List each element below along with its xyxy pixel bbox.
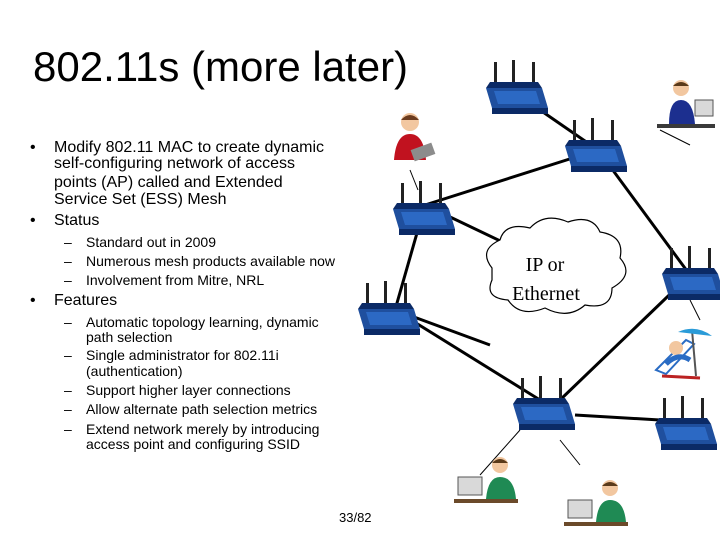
router-icon: [565, 118, 627, 172]
dash-symbol: –: [64, 272, 72, 288]
dash-symbol: –: [64, 234, 72, 250]
bullet-dot: •: [30, 292, 36, 309]
feature-item-5-line-1: Extend network merely by introducing: [86, 421, 320, 437]
feature-item-2-line-1: Single administrator for 802.11i: [86, 347, 279, 363]
dash-symbol: –: [64, 382, 72, 398]
page-number: 33/82: [339, 510, 372, 525]
status-item-2: Numerous mesh products available now: [86, 253, 336, 269]
cloud-label-line-2: Ethernet: [512, 283, 580, 305]
feature-item-4: Allow alternate path selection metrics: [86, 401, 318, 417]
bullet-modify-line-1: Modify 802.11 MAC to create dynamic: [54, 139, 325, 156]
bullet-modify-line-2: self-configuring network of access: [54, 155, 295, 172]
status-item-3: Involvement from Mitre, NRL: [86, 272, 265, 288]
person-beach-icon: [656, 329, 712, 378]
feature-item-1-line-2: path selection: [86, 329, 173, 345]
network-cloud: [485, 217, 627, 314]
dash-symbol: –: [64, 314, 72, 330]
bullet-features: Features: [54, 292, 118, 309]
feature-item-2-line-2: (authentication): [86, 363, 183, 379]
router-icon: [486, 60, 548, 114]
person-computer-icon: [563, 479, 629, 527]
person-computer-icon: [453, 456, 519, 504]
bullet-modify-line-3: points (AP) called and Extended: [54, 174, 283, 191]
router-icon: [513, 376, 575, 430]
dash-symbol: –: [64, 401, 72, 417]
person-laptop-icon: [394, 113, 436, 162]
router-icon: [393, 181, 455, 235]
feature-item-3: Support higher layer connections: [86, 382, 291, 398]
person-desk-icon: [656, 79, 716, 129]
dash-symbol: –: [64, 347, 72, 363]
status-item-1: Standard out in 2009: [86, 234, 216, 250]
router-icon: [358, 281, 420, 335]
bullet-modify-line-4: Service Set (ESS) Mesh: [54, 191, 227, 208]
feature-item-5-line-2: access point and configuring SSID: [86, 436, 301, 452]
router-icon: [655, 396, 717, 450]
bullet-dot: •: [30, 139, 36, 156]
router-icon: [662, 246, 720, 300]
cloud-label-line-1: IP or: [526, 254, 565, 276]
dash-symbol: –: [64, 253, 72, 269]
dash-symbol: –: [64, 421, 72, 437]
feature-item-1-line-1: Automatic topology learning, dynamic: [86, 314, 319, 330]
bullet-dot: •: [30, 212, 36, 229]
slide-title: 802.11s (more later): [33, 43, 409, 90]
bullet-status: Status: [54, 212, 100, 229]
